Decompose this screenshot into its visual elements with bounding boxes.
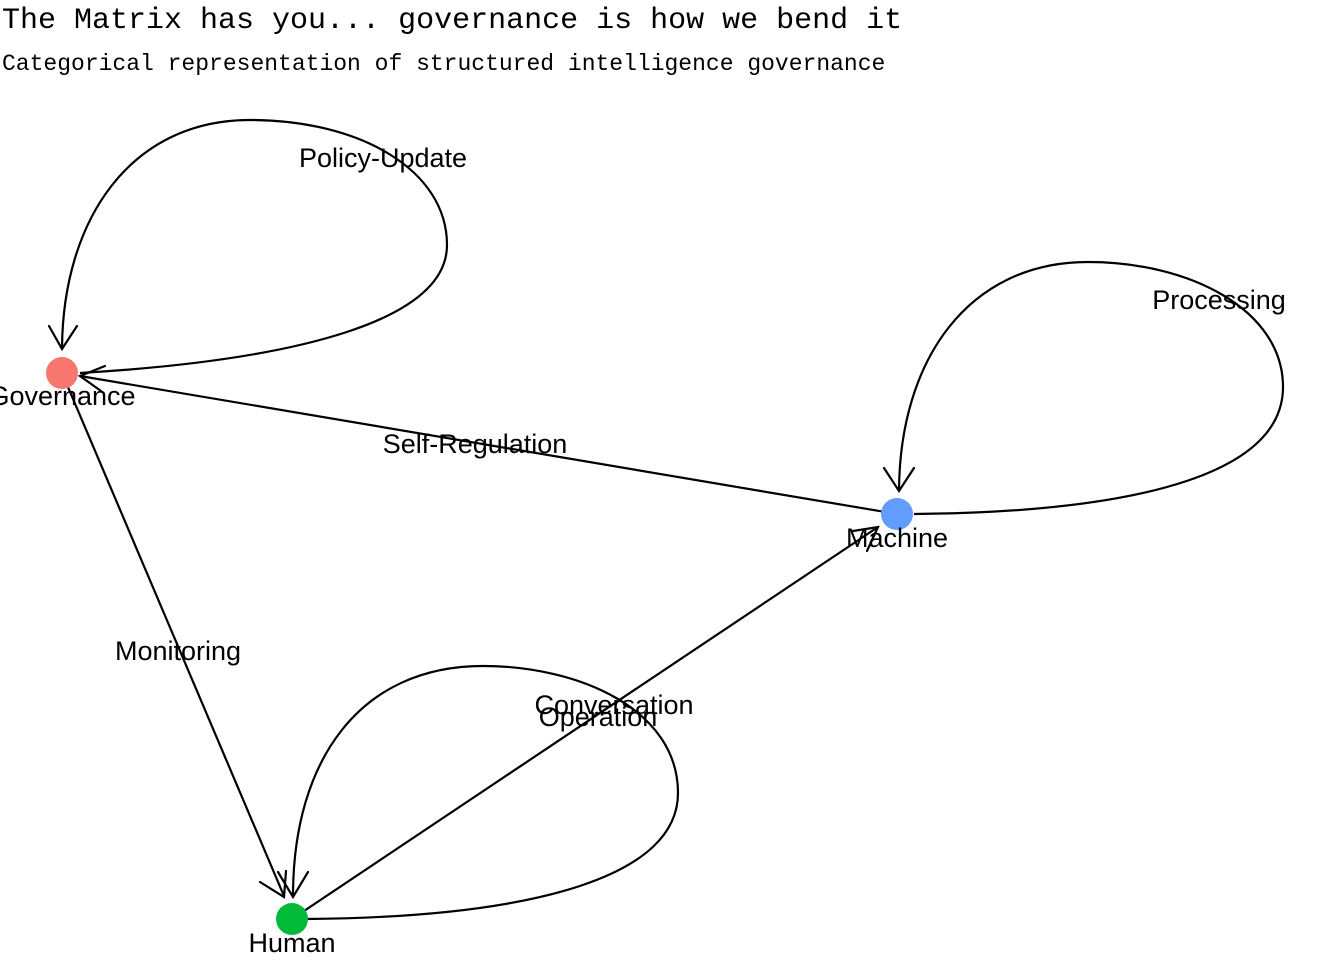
edge-conversation-line	[291, 664, 680, 921]
edge-policy-update-line	[60, 118, 449, 375]
node-machine	[881, 498, 913, 530]
edge-label-policy-update: Policy-Update	[299, 143, 467, 173]
edge-label-operation: Operation	[539, 702, 658, 732]
diagram-subtitle: Categorical representation of structured…	[2, 51, 886, 77]
edge-operation-line	[291, 526, 879, 920]
edge-self-regulation-arrowhead	[77, 364, 107, 393]
edge-policy-update	[47, 118, 449, 375]
edge-label-self-regulation: Self-Regulation	[383, 429, 568, 459]
edge-processing	[882, 260, 1285, 516]
node-governance	[46, 357, 78, 389]
edge-label-conversation: Conversation	[534, 690, 693, 720]
edge-conversation-arrowhead	[276, 870, 310, 900]
edge-self-regulation-line	[79, 374, 898, 516]
node-human	[276, 903, 308, 935]
edge-monitoring	[60, 372, 288, 899]
node-label-human: Human	[248, 928, 335, 958]
edge-operation	[291, 525, 880, 920]
node-label-machine: Machine	[846, 523, 948, 553]
edge-self-regulation	[77, 364, 898, 516]
edge-conversation	[276, 664, 680, 921]
edge-processing-line	[897, 260, 1285, 516]
edge-label-monitoring: Monitoring	[115, 636, 241, 666]
edge-label-processing: Processing	[1152, 285, 1286, 315]
edge-monitoring-arrowhead	[258, 869, 288, 899]
node-label-governance: Governance	[0, 381, 136, 411]
edge-monitoring-line	[60, 372, 286, 897]
edge-operation-arrowhead	[851, 525, 880, 553]
diagram-title: The Matrix has you... governance is how …	[2, 4, 903, 38]
edge-policy-update-arrowhead	[47, 324, 79, 352]
edge-processing-arrowhead	[882, 466, 916, 494]
